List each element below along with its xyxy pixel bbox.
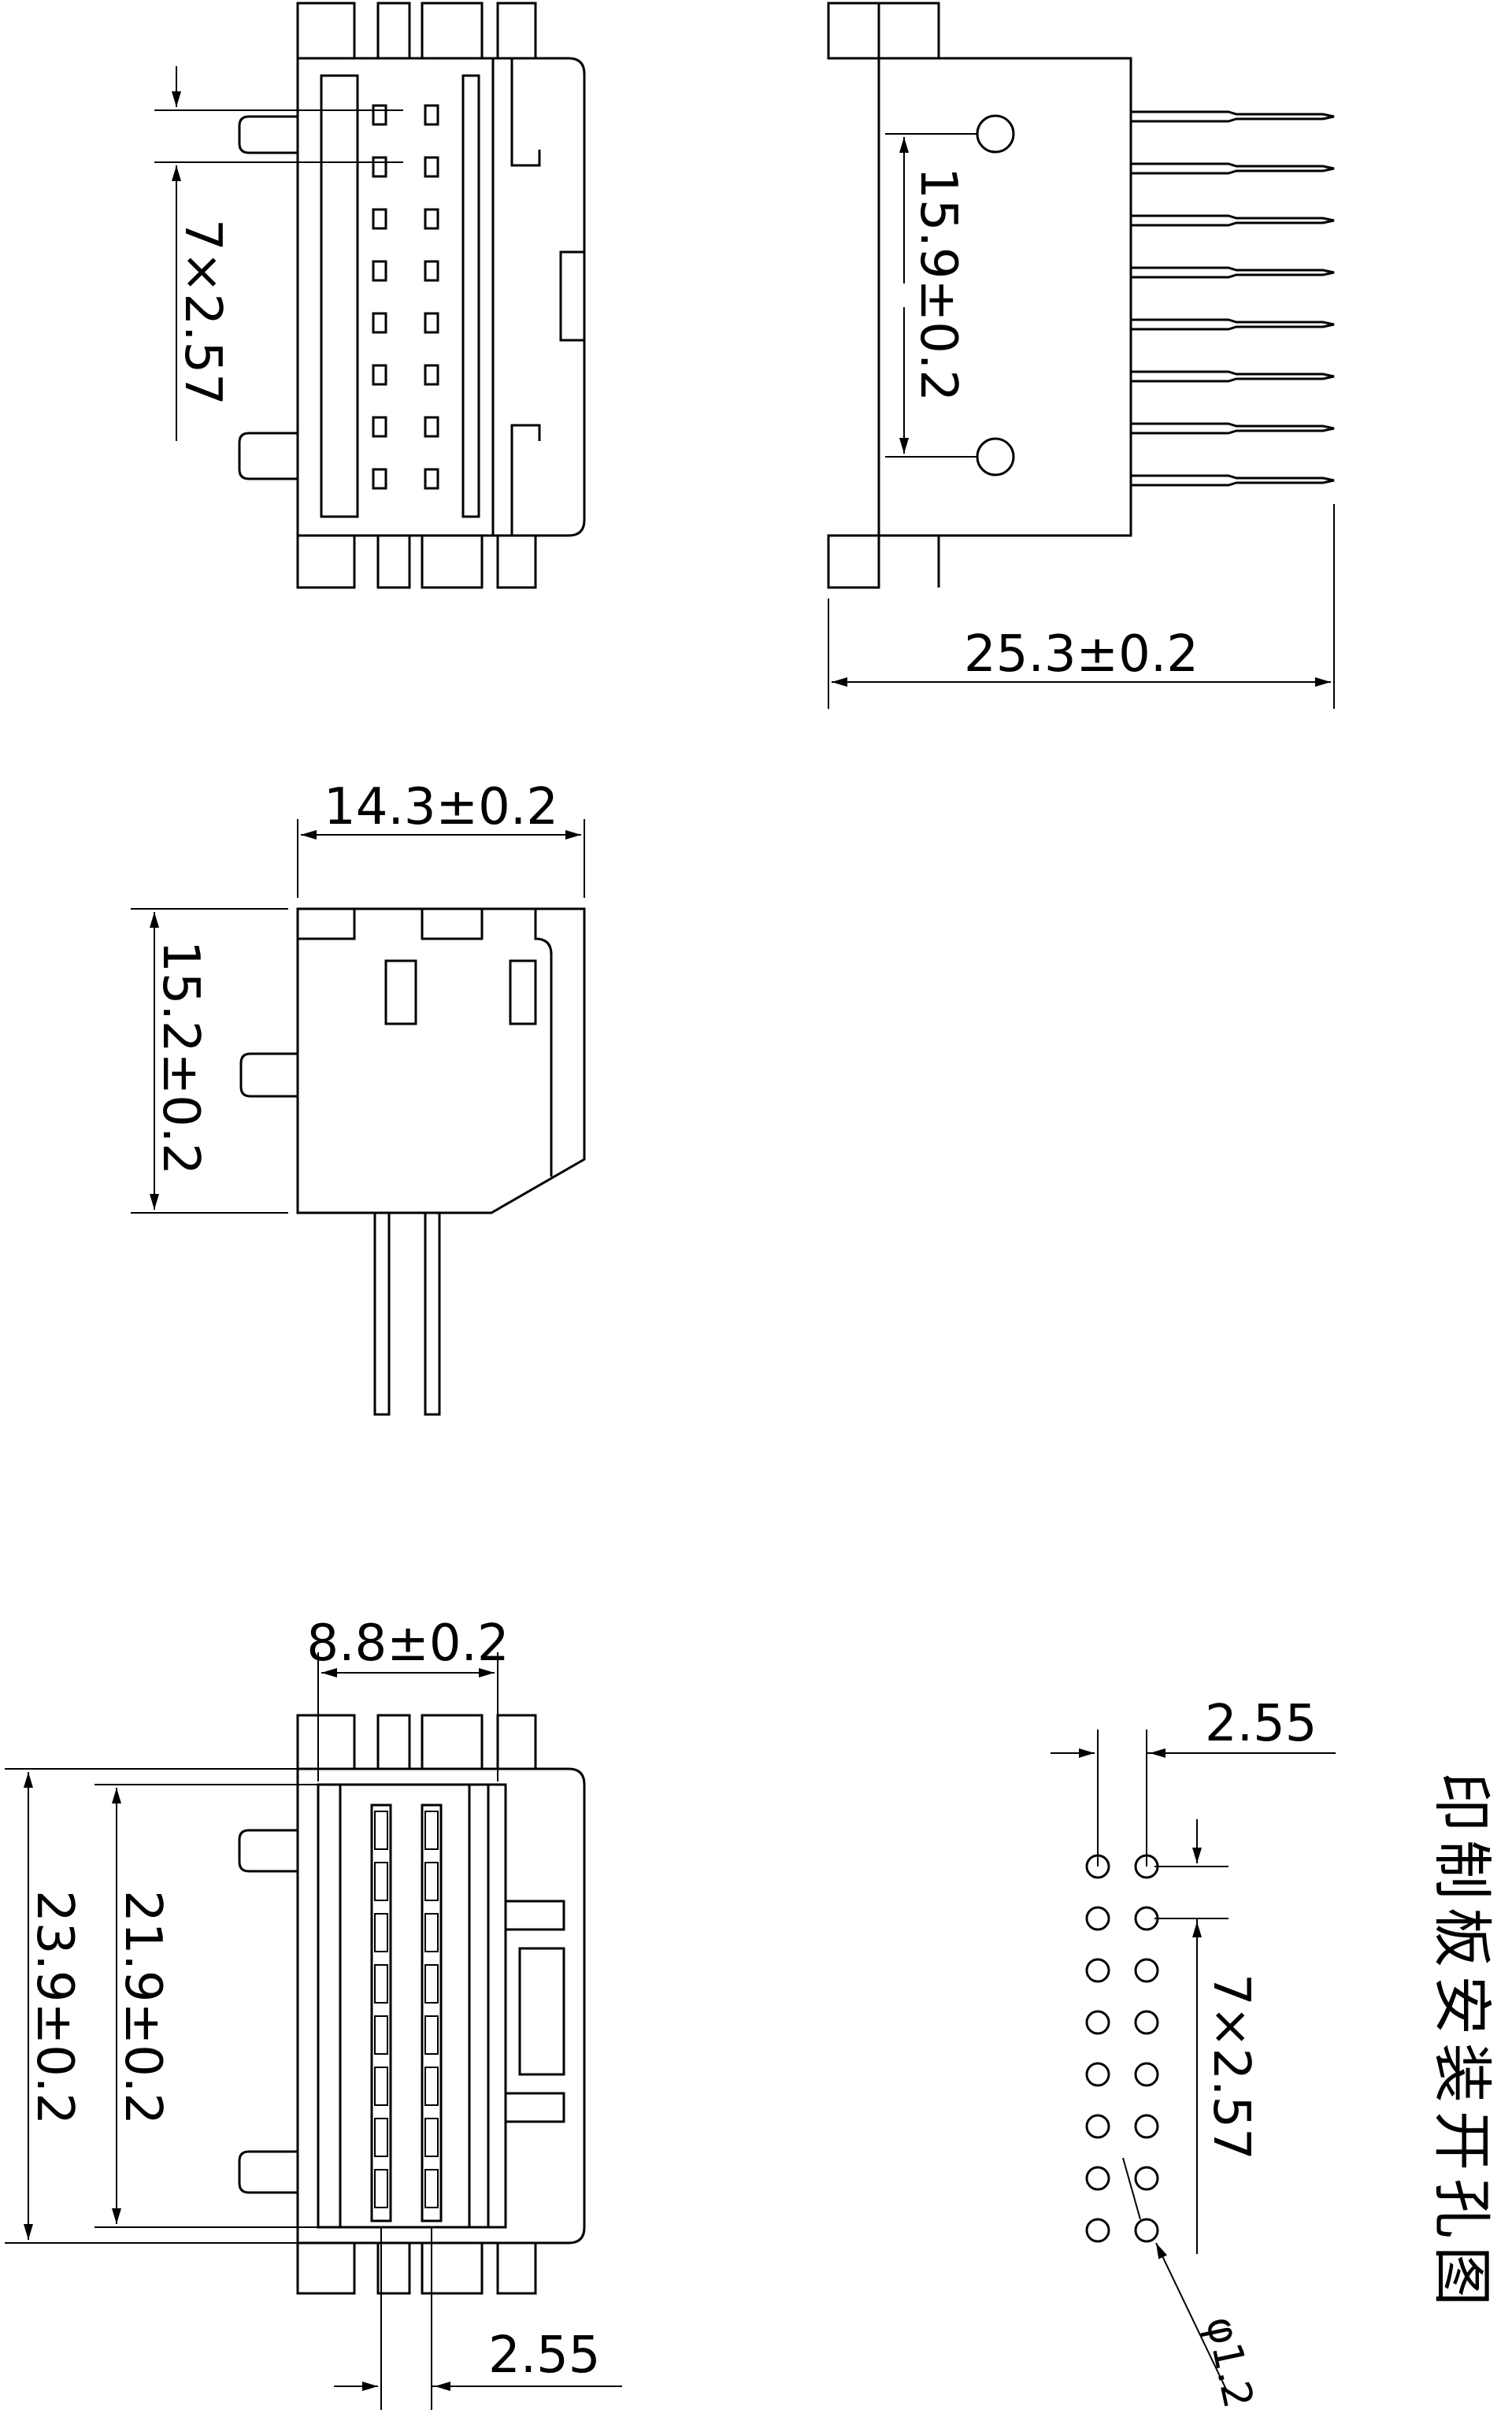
contact-window (372, 468, 387, 490)
top-view-peg-bottom (238, 432, 298, 480)
side-view-pins (1131, 110, 1335, 487)
contact-window (424, 468, 439, 490)
contact-slot (424, 1964, 439, 2004)
contact-window (424, 104, 439, 126)
front-view-peg (239, 1052, 298, 1098)
contact-slot (374, 2015, 388, 2055)
contact-slot (374, 2169, 388, 2208)
contact-slot (424, 2015, 439, 2055)
top-view-slot-left (320, 74, 359, 518)
pin (1131, 266, 1335, 279)
contact-window (372, 364, 387, 386)
contact-window (424, 208, 439, 230)
contact-slot (424, 2067, 439, 2106)
pcb-hole (1085, 1958, 1110, 1983)
side-view-mount-hole-top (976, 114, 1015, 154)
bottom-view-contacts (374, 1811, 439, 2208)
pcb-pitch-label: 7×2.57 (1202, 1974, 1260, 2160)
contact-window (424, 364, 439, 386)
front-view-height-label: 15.2±0.2 (151, 940, 209, 1175)
contact-window (372, 104, 387, 126)
pcb-hole (1134, 2166, 1159, 2191)
front-view-latch (509, 959, 537, 1025)
top-view: 7×2.57 (154, 2, 586, 589)
contact-slot (424, 2169, 439, 2208)
contact-window (372, 312, 387, 334)
front-view-width-label: 14.3±0.2 (324, 778, 558, 836)
pin (1131, 474, 1335, 487)
pcb-hole (1134, 1906, 1159, 1931)
contact-window (372, 260, 387, 282)
bottom-view-contact-row-left (370, 1803, 392, 2222)
pcb-layout-title: 印制板安装开孔图 (1427, 1772, 1497, 2314)
contact-slot (374, 2118, 388, 2157)
contact-window (424, 156, 439, 178)
contact-window (424, 416, 439, 438)
bottom-view-pitch-label: 2.55 (488, 2326, 601, 2385)
bottom-view-body (296, 1767, 586, 2245)
pin (1131, 214, 1335, 227)
top-view-slot-right (461, 74, 480, 518)
bottom-view-span-label: 8.8±0.2 (306, 1614, 509, 1673)
top-view-peg-top (238, 115, 298, 154)
pcb-hole (1134, 2010, 1159, 2035)
top-view-contacts (372, 104, 439, 490)
contact-slot (374, 2067, 388, 2106)
top-view-body (296, 57, 586, 537)
pin (1131, 370, 1335, 383)
side-view-body (877, 57, 1132, 537)
contact-window (372, 416, 387, 438)
pcb-hole (1134, 2062, 1159, 2087)
contact-slot (424, 1862, 439, 1901)
bottom-view-tabs-top (296, 1714, 537, 1769)
contact-window (372, 208, 387, 230)
bottom-view-peg-bottom (238, 2150, 298, 2194)
front-view: 14.3±0.2 15.2±0.2 (131, 778, 586, 1416)
pcb-hole (1085, 1906, 1110, 1931)
front-view-window (384, 959, 417, 1025)
pcb-hole (1085, 2062, 1110, 2087)
pcb-hole (1134, 1958, 1159, 1983)
bottom-view-outer-length-label: 23.9±0.2 (25, 1890, 83, 2125)
contact-window (424, 312, 439, 334)
top-view-tabs-bottom (296, 536, 537, 589)
contact-slot (374, 1862, 388, 1901)
bottom-view-tabs-bottom (296, 2243, 537, 2295)
contact-slot (374, 1811, 388, 1850)
pcb-hole (1134, 2218, 1159, 2243)
pcb-row-spacing-label: 2.55 (1205, 1695, 1317, 1753)
bottom-view-inner-length-label: 21.9±0.2 (113, 1890, 172, 2125)
pcb-hole (1085, 2010, 1110, 2035)
contact-slot (424, 1913, 439, 1952)
top-view-tabs-top (296, 2, 537, 58)
contact-slot (374, 1913, 388, 1952)
pin (1131, 110, 1335, 123)
contact-slot (424, 1811, 439, 1850)
front-view-pins (373, 1213, 441, 1416)
pcb-hole (1085, 2218, 1110, 2243)
pcb-hole (1134, 2114, 1159, 2139)
side-view-length-label: 25.3±0.2 (964, 625, 1199, 684)
pcb-hole-diameter-label: φ1.2 (1196, 2312, 1262, 2412)
contact-slot (374, 1964, 388, 2004)
pcb-hole (1085, 2166, 1110, 2191)
side-view-mount-hole-bottom (976, 437, 1015, 476)
bottom-view-contact-row-right (421, 1803, 443, 2222)
pcb-hole (1085, 2114, 1110, 2139)
top-view-pitch-label: 7×2.57 (173, 219, 232, 406)
contact-window (424, 260, 439, 282)
bottom-view-peg-top (238, 1829, 298, 1873)
pin (1131, 422, 1335, 435)
side-view-hole-spacing-label: 15.9±0.2 (909, 167, 967, 402)
contact-slot (424, 2118, 439, 2157)
pcb-hole-layout: 2.55 7×2.57 φ1.2 印制板安装开孔图 (1051, 1695, 1497, 2412)
pin (1131, 318, 1335, 331)
bottom-view: 8.8±0.2 21.9±0.2 23.9±0.2 2.55 (5, 1614, 622, 2410)
pcb-holes (1085, 1854, 1159, 2243)
pin (1131, 162, 1335, 175)
side-view: 15.9±0.2 25.3±0.2 (827, 2, 1335, 709)
contact-window (372, 156, 387, 178)
front-view-body (296, 907, 586, 1214)
